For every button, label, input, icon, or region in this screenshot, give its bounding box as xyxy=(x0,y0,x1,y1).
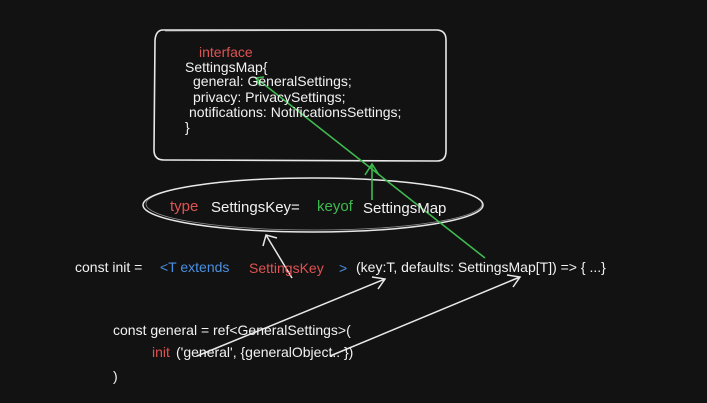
interface-close-brace: } xyxy=(185,119,190,135)
generic-open: <T extends xyxy=(160,259,230,275)
keyof-keyword: keyof xyxy=(317,198,353,215)
init-params: (key:T, defaults: SettingsMap[T]) => { .… xyxy=(356,259,606,275)
init-call-name: init xyxy=(152,344,170,360)
interface-line-privacy: privacy: PrivacySettings; xyxy=(193,89,346,105)
interface-box-outline xyxy=(153,29,447,162)
type-keyword: type xyxy=(170,198,199,215)
type-name: SettingsKey= xyxy=(211,199,300,216)
keyof-target: SettingsMap xyxy=(363,200,447,217)
defaults-arg-arrow xyxy=(329,276,521,357)
interface-line-notifications: notifications: NotificationsSettings; xyxy=(189,104,402,120)
interface-name: SettingsMap{ xyxy=(185,59,268,75)
generic-constraint: SettingsKey xyxy=(249,260,324,276)
init-prefix: const init = xyxy=(75,259,143,275)
interface-line-general: general: GeneralSettings; xyxy=(193,73,352,89)
generic-close: > xyxy=(339,260,348,276)
constraint-arrow xyxy=(265,234,293,279)
general-decl: const general = ref<GeneralSettings>( xyxy=(113,322,351,338)
index-access-arrow xyxy=(255,77,486,259)
key-arg-arrow xyxy=(196,278,386,357)
general-close-paren: ) xyxy=(113,368,118,384)
init-call-args: ('general', {generalObject.. }) xyxy=(176,344,354,360)
interface-keyword: interface xyxy=(199,44,253,60)
